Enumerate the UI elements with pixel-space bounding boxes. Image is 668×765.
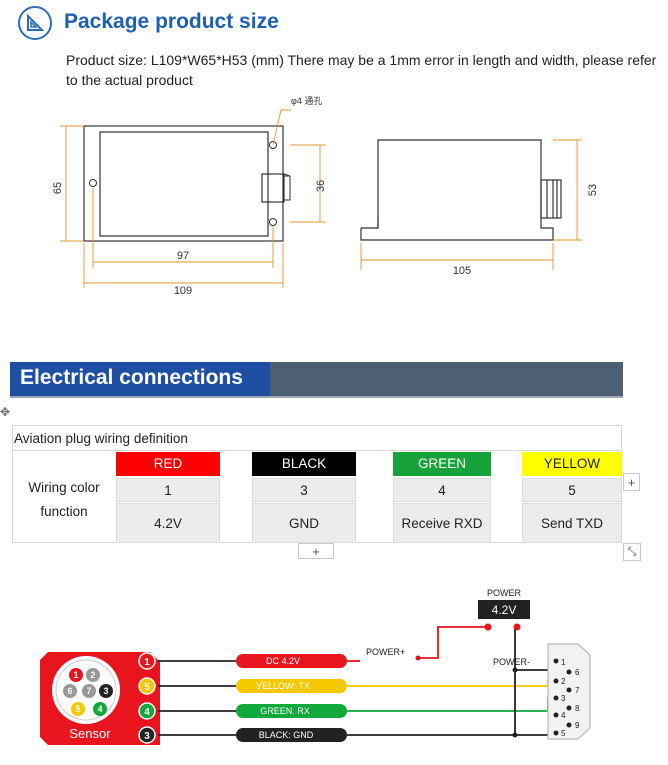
table-divider [12,450,622,451]
power-value: 4.2V [492,603,517,617]
pin-function-2: Receive RXD [393,503,491,543]
sensor-pin-2: 2 [90,670,95,680]
db9-pin-8: 8 [575,704,580,713]
dim-36-label: 36 [315,180,327,192]
sensor-pin-7: 7 [86,686,91,696]
db9-pin-2: 2 [561,677,566,686]
pin-number-2: 4 [393,478,491,502]
package-size-description: Product size: L109*W65*H53 (mm) There ma… [66,52,657,88]
dim-65-label: 65 [52,182,64,194]
add-column-button[interactable]: + [623,473,640,491]
power-minus-label: POWER- [493,657,530,667]
ruler-triangle-icon [18,6,52,40]
wire-color-1: BLACK [252,452,356,476]
wire-label-tx: YELLOW: TX [256,681,310,691]
wire-color-3: YELLOW [522,452,622,476]
pin-function-0: 4.2V [116,503,220,543]
db9-pin-6: 6 [575,668,580,677]
hole-label: φ4 通孔 [291,96,322,106]
dim-109-label: 109 [174,285,192,297]
db9-pin-1: 1 [561,658,566,667]
wire-label-power: DC 4.2V [266,656,300,666]
section-bar-accent [10,362,270,396]
dimension-drawing: 65 36 97 109 φ4 通孔 53 105 [52,96,599,297]
power-label: POWER [487,588,522,598]
pin-function-1: GND [252,503,356,543]
plug-pin-5: 5 [144,682,150,693]
side-view [360,139,562,241]
db9-pin-9: 9 [575,721,580,730]
sensor-label: Sensor [69,726,111,741]
row-label: Wiring color function [28,480,100,519]
sensor-pin-6: 6 [67,686,72,696]
power-plus-label: POWER+ [366,647,405,657]
plug-pin-3: 3 [144,731,150,742]
top-view [83,125,291,242]
table-resize-icon[interactable]: ⤡ [623,543,641,561]
pin-function-3: Send TXD [522,503,622,543]
dim-105-label: 105 [453,265,471,277]
sensor-pin-1: 1 [73,670,78,680]
db9-pin-4: 4 [561,711,566,720]
power-display [478,600,530,619]
sensor-connector: 1 2 6 7 3 5 4 Sensor 1 5 4 3 [40,652,160,745]
wire-color-2: GREEN [393,452,491,476]
pin-number-0: 1 [116,478,220,502]
dim-97-label: 97 [177,250,189,262]
section-divider [10,396,623,398]
plug-pin-4: 4 [144,707,150,718]
db9-pin-3: 3 [561,694,566,703]
sensor-pin-5: 5 [75,704,80,714]
sensor-pin-4: 4 [97,704,102,714]
package-size-title: Package product size [64,10,279,33]
sensor-pin-3: 3 [103,686,108,696]
table-caption: Aviation plug wiring definition [14,431,188,446]
table-move-icon[interactable]: ✥ [0,405,11,419]
plug-pin-1: 1 [144,657,150,668]
db9-pin-7: 7 [575,686,580,695]
wiring-diagram: 1 2 6 7 3 5 4 Sensor 1 5 4 3 [40,588,591,745]
electrical-connections-title: Electrical connections [20,366,243,389]
dim-53-label: 53 [587,184,599,196]
wire-label-gnd: BLACK: GND [259,730,314,740]
wire-label-rx: GREEN: RX [260,706,310,716]
db9-connector: 1 6 2 7 3 8 4 9 5 [547,643,591,740]
add-row-button[interactable]: + [298,543,334,559]
pin-number-1: 3 [252,478,356,502]
wire-color-0: RED [116,452,220,476]
pin-number-3: 5 [522,478,622,502]
db9-pin-5: 5 [561,729,566,738]
